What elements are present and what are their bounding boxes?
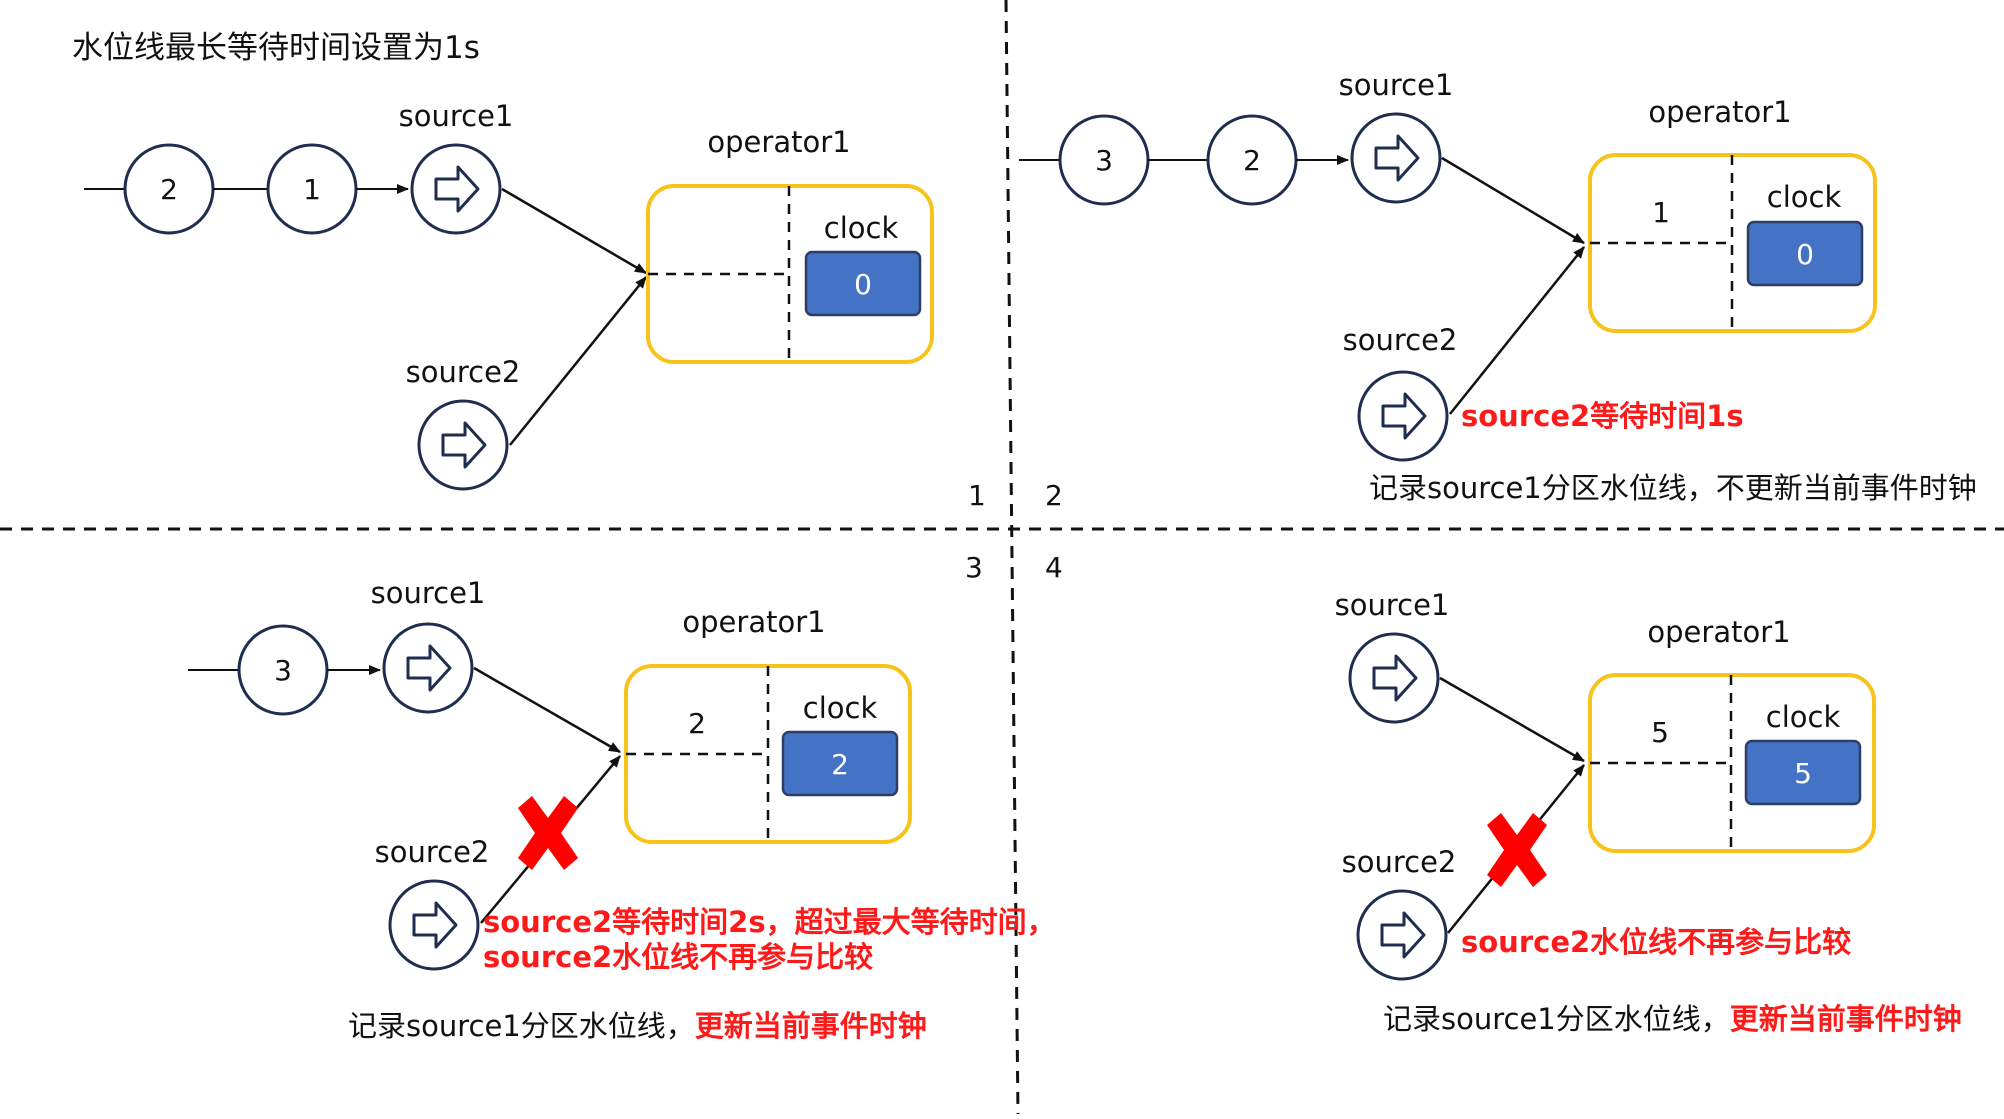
clock-box <box>781 730 899 797</box>
clock-box <box>1744 739 1862 806</box>
page-title: 水位线最长等待时间设置为1s <box>72 30 480 66</box>
record-note-red: 更新当前事件时钟 <box>1730 1002 1962 1036</box>
record-note: 记录source1分区水位线，更新当前事件时钟 <box>348 1009 927 1043</box>
source2-label: source2 <box>1342 845 1457 879</box>
panel-number-1: 1 <box>968 479 986 512</box>
clock-label: clock <box>1767 180 1842 214</box>
operator-label: operator1 <box>1647 615 1790 649</box>
clock-label: clock <box>1766 700 1841 734</box>
clock-label: clock <box>803 691 878 725</box>
record-note-red: 更新当前事件时钟 <box>695 1009 927 1043</box>
queue-event-value: 3 <box>1095 144 1113 177</box>
partition-watermark-value: 5 <box>1651 716 1669 749</box>
clock-value: 0 <box>1796 238 1814 271</box>
clock-value: 2 <box>831 748 849 781</box>
record-note: 记录source1分区水位线，不更新当前事件时钟 <box>1369 471 1977 505</box>
source2-wait-note: source2等待时间1s <box>1461 399 1744 433</box>
source2-label: source2 <box>1343 323 1458 357</box>
panel-number-2: 2 <box>1045 479 1063 512</box>
clock-value: 0 <box>854 268 872 301</box>
source1-label: source1 <box>371 576 486 610</box>
operator-label: operator1 <box>1648 95 1791 129</box>
source1-label: source1 <box>399 99 514 133</box>
queue-event-value: 2 <box>1243 144 1261 177</box>
queue-event-value: 1 <box>303 173 321 206</box>
vertical-divider <box>1004 0 1020 1115</box>
panel-1: 2 1 source1 source2 operator1 clock 0 <box>84 99 934 491</box>
partition-watermark-value: 2 <box>688 707 706 740</box>
record-note: 记录source1分区水位线，更新当前事件时钟 <box>1383 1002 1962 1036</box>
operator-label: operator1 <box>707 125 850 159</box>
panel-number-3: 3 <box>965 551 983 584</box>
blocked-cross-icon <box>518 796 578 870</box>
source2-timeout-note-line2: source2水位线不再参与比较 <box>483 940 873 974</box>
source1-label: source1 <box>1339 68 1454 102</box>
source2-exclusion-note: source2水位线不再参与比较 <box>1461 925 1851 959</box>
clock-box <box>804 250 922 317</box>
source1-label: source1 <box>1335 588 1450 622</box>
queue-event-value: 3 <box>274 654 292 687</box>
clock-label: clock <box>824 211 899 245</box>
blocked-cross-icon <box>1487 813 1547 887</box>
clock-box <box>1746 220 1864 287</box>
panel-2: 3 2 source1 source2 operator1 1 clock 0 … <box>1019 68 1977 505</box>
operator-label: operator1 <box>682 605 825 639</box>
clock-value: 5 <box>1794 757 1812 790</box>
panel-4: source1 source2 operator1 5 clock 5 sour… <box>1335 588 1962 1036</box>
record-note-black: 记录source1分区水位线， <box>348 1009 695 1043</box>
panel-number-4: 4 <box>1045 551 1063 584</box>
source2-label: source2 <box>375 835 490 869</box>
source2-timeout-note-line1: source2等待时间2s，超过最大等待时间， <box>483 905 1056 939</box>
record-note-black: 记录source1分区水位线， <box>1383 1002 1730 1036</box>
queue-event-value: 2 <box>160 173 178 206</box>
panel-3: 3 source1 source2 operator1 2 clock 2 so… <box>188 576 1056 1043</box>
partition-watermark-value: 1 <box>1652 196 1670 229</box>
source2-label: source2 <box>406 355 521 389</box>
